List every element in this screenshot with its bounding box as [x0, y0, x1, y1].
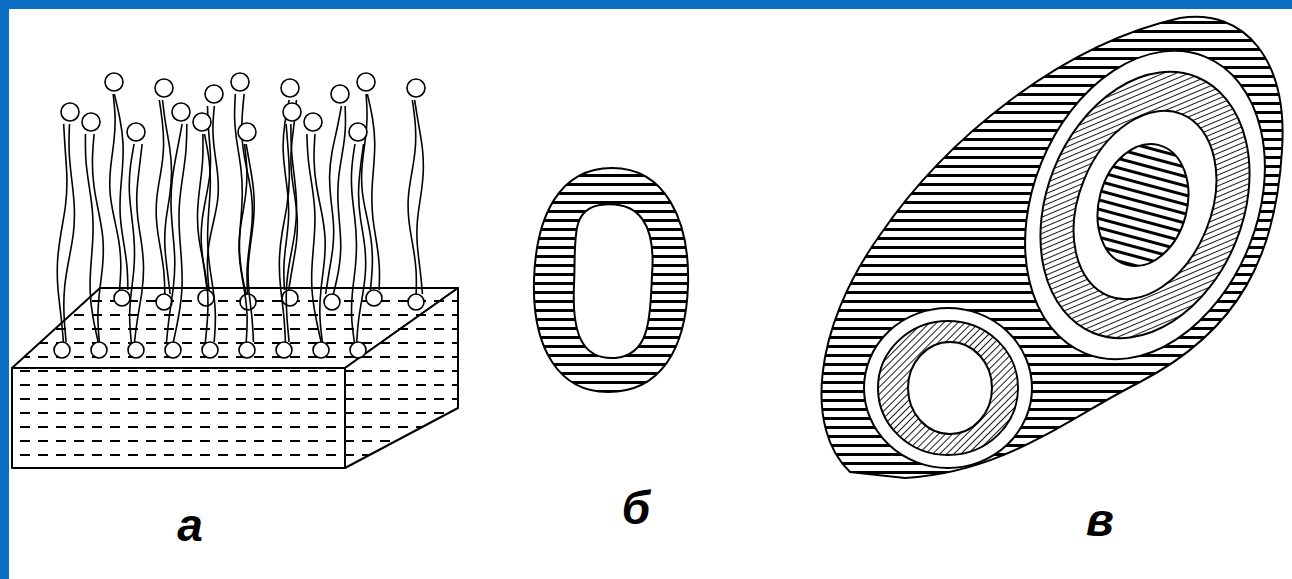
- panel-letter: а: [177, 502, 203, 548]
- lipid-head: [205, 85, 223, 103]
- lipid-head: [239, 342, 255, 358]
- water-block: [12, 288, 458, 468]
- lipid-tail: [173, 124, 186, 342]
- lipid-tail: [415, 100, 424, 294]
- lipid-tail: [57, 124, 67, 342]
- lipid-molecules: [54, 73, 425, 358]
- lipid-tail: [286, 124, 296, 342]
- lipid-tail: [135, 144, 144, 342]
- lipid-head: [238, 123, 256, 141]
- frame-bar: [0, 0, 9, 579]
- lipid-head: [105, 73, 123, 91]
- lipid-tail: [362, 94, 373, 290]
- lipid-tail: [314, 134, 325, 342]
- lipid-tail: [239, 144, 247, 342]
- lipid-tail: [367, 94, 379, 290]
- vesicle: [534, 168, 688, 392]
- lipid-tail: [156, 100, 165, 294]
- lipid-head: [276, 342, 292, 358]
- lipid-head: [231, 73, 249, 91]
- lipid-head: [281, 79, 299, 97]
- lipid-head: [331, 85, 349, 103]
- lipid-tail: [204, 134, 215, 342]
- lipid-head: [202, 342, 218, 358]
- lipid-head: [350, 342, 366, 358]
- lipid-head: [282, 290, 298, 306]
- panel-letter: в: [1086, 497, 1114, 543]
- lipid-head: [240, 294, 256, 310]
- panel-letter: б: [622, 485, 650, 531]
- lipid-tail: [408, 100, 416, 294]
- lipid-head: [408, 294, 424, 310]
- lipid-tail: [163, 100, 172, 294]
- lipid-head: [172, 103, 190, 121]
- lipid-head: [407, 79, 425, 97]
- lipid-head: [349, 123, 367, 141]
- lipid-head: [155, 79, 173, 97]
- lipid-tail: [92, 134, 103, 342]
- lipid-head: [357, 73, 375, 91]
- lipid-head: [61, 103, 79, 121]
- lipid-tail: [279, 124, 289, 342]
- lipid-head: [304, 113, 322, 131]
- lipid-head: [114, 290, 130, 306]
- lipid-head: [198, 290, 214, 306]
- lipid-tail: [114, 94, 128, 290]
- lipid-head: [366, 290, 382, 306]
- lipid-tail: [129, 144, 134, 342]
- lipid-head: [82, 113, 100, 131]
- lipid-head: [156, 294, 172, 310]
- lipid-tail: [64, 124, 75, 342]
- lipid-head: [128, 342, 144, 358]
- lipid-tail: [197, 134, 207, 342]
- lipid-tail: [110, 94, 121, 290]
- frame-bar: [0, 0, 1292, 9]
- lipid-tail: [246, 144, 254, 342]
- multilayer-vesicle: [821, 15, 1292, 478]
- lipid-tail: [333, 106, 345, 294]
- lipid-head: [165, 342, 181, 358]
- lipid-head: [313, 342, 329, 358]
- lipid-head: [283, 103, 301, 121]
- lipid-head: [193, 113, 211, 131]
- lipid-head: [324, 294, 340, 310]
- lipid-tail: [357, 144, 366, 342]
- lipid-head: [127, 123, 145, 141]
- lipid-tail: [351, 144, 356, 342]
- lipid-head: [54, 342, 70, 358]
- lipid-head: [91, 342, 107, 358]
